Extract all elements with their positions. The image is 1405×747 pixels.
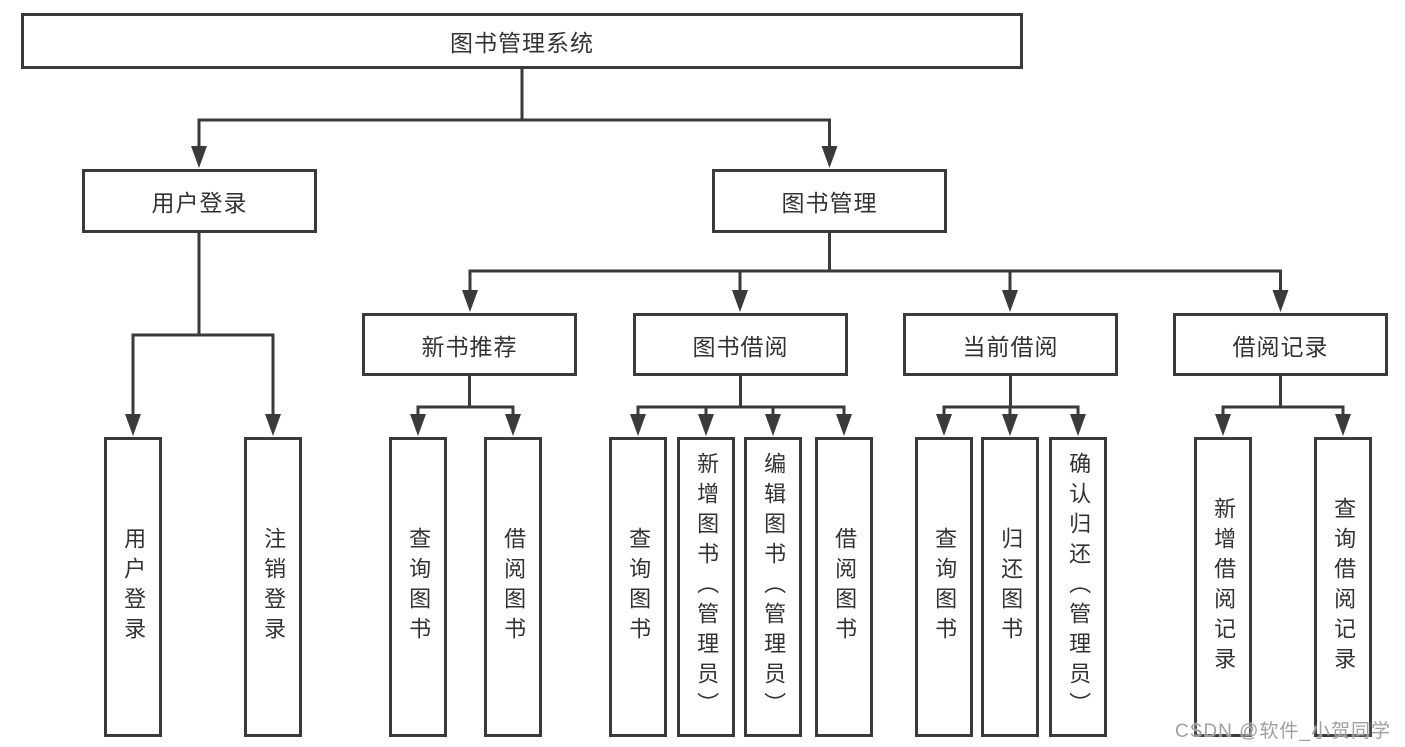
leaf-add-borrow-record: 新增借阅记录 xyxy=(1194,437,1252,737)
leaf-label: 查询图书 xyxy=(406,527,432,647)
node-label: 图书管理系统 xyxy=(450,30,594,56)
leaf-label: 编辑图书（管理员） xyxy=(761,452,787,722)
node-library-management-system: 图书管理系统 xyxy=(21,13,1023,69)
node-borrowing-records: 借阅记录 xyxy=(1173,313,1388,376)
leaf-borrow-books: 借阅图书 xyxy=(815,437,873,737)
leaf-edit-books-admin: 编辑图书（管理员） xyxy=(744,437,802,737)
leaf-label: 确认归还（管理员） xyxy=(1066,452,1092,722)
node-book-management-branch: 图书管理 xyxy=(712,169,947,233)
node-label: 图书管理 xyxy=(781,190,878,216)
csdn-watermark: CSDN @软件_小贺同学 xyxy=(1175,721,1391,742)
leaf-logout: 注销登录 xyxy=(244,437,302,737)
leaf-confirm-return-admin: 确认归还（管理员） xyxy=(1049,437,1107,737)
leaf-user-login: 用户登录 xyxy=(104,437,162,737)
leaf-query-books-current: 查询图书 xyxy=(915,437,973,737)
leaf-query-books-recommend: 查询图书 xyxy=(389,437,447,737)
leaf-query-books-borrowing: 查询图书 xyxy=(609,437,667,737)
leaf-label: 新增借阅记录 xyxy=(1211,497,1237,677)
leaf-label: 借阅图书 xyxy=(832,527,858,647)
leaf-label: 用户登录 xyxy=(121,527,147,647)
node-label: 借阅记录 xyxy=(1232,333,1329,360)
leaf-add-books-admin: 新增图书（管理员） xyxy=(677,437,735,737)
leaf-label: 借阅图书 xyxy=(501,527,527,647)
leaf-return-books: 归还图书 xyxy=(981,437,1039,737)
leaf-query-borrow-record: 查询借阅记录 xyxy=(1314,437,1372,737)
leaf-label: 新增图书（管理员） xyxy=(694,452,720,722)
node-current-borrowing: 当前借阅 xyxy=(903,313,1118,376)
leaf-label: 查询图书 xyxy=(626,527,652,647)
leaf-label: 查询借阅记录 xyxy=(1331,497,1357,677)
node-label: 当前借阅 xyxy=(962,333,1059,360)
leaf-label: 归还图书 xyxy=(998,527,1024,647)
leaf-borrow-books-recommend: 借阅图书 xyxy=(484,437,542,737)
node-user-login-branch: 用户登录 xyxy=(82,169,317,233)
leaf-label: 查询图书 xyxy=(932,527,958,647)
leaf-label: 注销登录 xyxy=(261,527,287,647)
node-book-borrowing: 图书借阅 xyxy=(633,313,848,376)
node-label: 用户登录 xyxy=(151,190,248,216)
node-new-book-recommendation: 新书推荐 xyxy=(362,313,577,376)
node-label: 新书推荐 xyxy=(421,333,518,360)
node-label: 图书借阅 xyxy=(692,333,789,360)
